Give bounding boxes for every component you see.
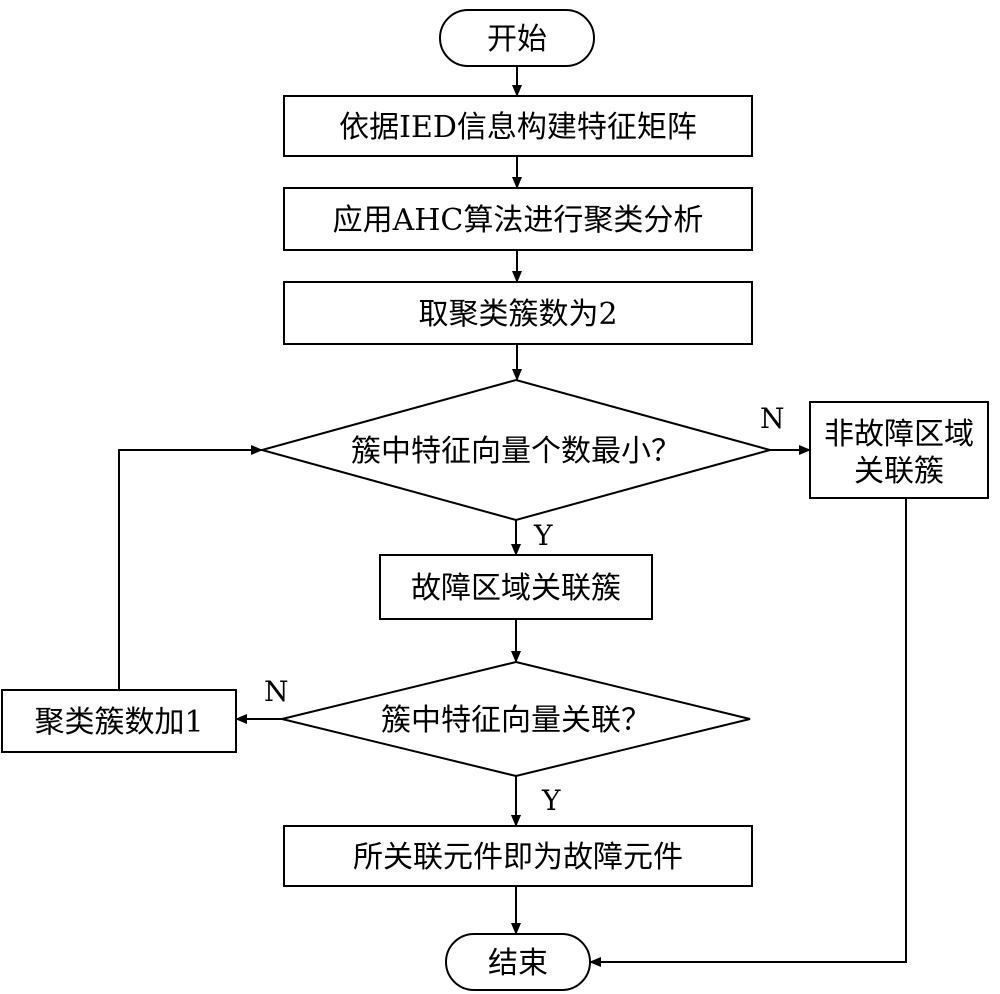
branch-label-y-bottom: Y xyxy=(541,784,561,817)
arrow-non-fault-to-end xyxy=(589,498,907,967)
increment-clusters-label: 聚类簇数加1 xyxy=(34,705,203,740)
arrow-increment-loop-back xyxy=(118,445,263,690)
result-step: 所关联元件即为故障元件 xyxy=(283,825,753,887)
start-node: 开始 xyxy=(439,9,595,67)
build-matrix-step: 依据IED信息构建特征矩阵 xyxy=(283,95,753,157)
result-label: 所关联元件即为故障元件 xyxy=(353,840,683,875)
decision-min-label: 簇中特征向量个数最小？ xyxy=(351,434,681,469)
fault-cluster-label: 故障区域关联簇 xyxy=(411,571,621,606)
fault-cluster-step: 故障区域关联簇 xyxy=(379,554,653,620)
non-fault-cluster-label-1: 非故障区域 xyxy=(824,417,974,452)
end-label: 结束 xyxy=(488,946,548,981)
increment-clusters-step: 聚类簇数加1 xyxy=(1,689,237,753)
apply-ahc-step: 应用AHC算法进行聚类分析 xyxy=(283,187,753,251)
apply-ahc-label: 应用AHC算法进行聚类分析 xyxy=(333,203,704,238)
start-label: 开始 xyxy=(487,22,547,57)
set-clusters-step: 取聚类簇数为2 xyxy=(283,281,753,345)
set-clusters-label: 取聚类簇数为2 xyxy=(418,297,617,332)
branch-label-y-top: Y xyxy=(533,519,553,552)
branch-label-n-top: N xyxy=(760,402,785,435)
decision-min-count: 簇中特征向量个数最小？ xyxy=(258,378,774,522)
decision-correlated-label: 簇中特征向量关联？ xyxy=(381,703,651,738)
decision-correlated: 簇中特征向量关联？ xyxy=(281,660,751,778)
non-fault-cluster-box: 非故障区域 关联簇 xyxy=(809,401,989,499)
non-fault-cluster-label-2: 关联簇 xyxy=(854,454,944,489)
branch-label-n-bottom: N xyxy=(264,675,289,708)
build-matrix-label: 依据IED信息构建特征矩阵 xyxy=(339,110,697,145)
end-node: 结束 xyxy=(445,933,591,991)
